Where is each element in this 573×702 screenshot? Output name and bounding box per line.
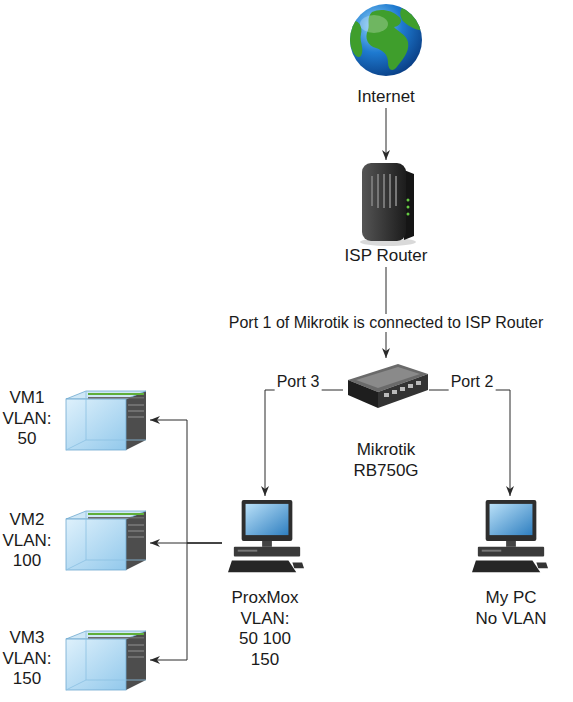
device-node: Internet [346,2,426,108]
device-node: Mikrotik RB750G [343,358,429,480]
node-text-block: My PC No VLAN [470,588,552,629]
pc-icon [228,500,304,572]
node-text-block: VM1 VLAN: 50 [0,388,54,450]
status-led [407,206,410,209]
modem-vent [383,174,385,208]
node-text-block: Mikrotik RB750G [343,440,429,481]
device-node: ProxMox VLAN: 50 100 150 [222,496,308,690]
modem-body [362,163,406,241]
node-text-block: ProxMox VLAN: 50 100 150 [222,588,308,670]
device-node: VM2 VLAN: 100 [0,505,150,575]
router-port [400,387,405,391]
connector-line [150,420,222,543]
router-side [378,374,428,408]
server-icon [66,511,146,570]
connector-label: Port 3 [275,373,322,391]
node-label: Mikrotik RB750G [353,440,418,481]
connector-line [150,543,222,660]
server-icon [66,391,146,450]
connector-label: Port 1 of Mikrotik is connected to ISP R… [227,314,546,332]
router-port [416,381,421,385]
node-text-block: Internet [346,87,426,108]
node-label: ISP Router [345,246,428,267]
node-text-block: VM2 VLAN: 100 [0,510,54,572]
status-led [407,213,410,216]
globe-land [350,8,423,70]
router-port [392,390,397,394]
node-text-block: VM3 VLAN: 150 [0,628,54,690]
modem-vent [377,174,379,208]
modem-vent [389,174,391,208]
server-icon [66,631,146,690]
connector-label: Port 2 [449,373,496,391]
node-label: VM1 VLAN: 50 [2,388,51,450]
router-icon [348,364,428,408]
device-node: My PC No VLAN [470,496,552,632]
connector-line [429,390,510,496]
device-node: VM3 VLAN: 150 [0,625,150,695]
pc-icon [472,500,548,572]
modem-icon [360,163,416,246]
connector-line [386,267,387,358]
router-top-panel [356,367,420,388]
node-label: VM2 VLAN: 100 [2,510,51,572]
globe-ocean [350,4,422,76]
device-node: VM1 VLAN: 50 [0,385,150,455]
router-port [384,393,389,397]
modem-vent [371,176,373,206]
node-label: Internet [357,87,415,108]
node-text-block: ISP Router [336,246,436,267]
connector-line [265,390,343,496]
router-front [348,380,378,408]
node-label: VM3 VLAN: 150 [2,628,51,690]
status-led [407,199,410,202]
node-label: ProxMox VLAN: 50 100 150 [231,588,298,670]
node-label: My PC No VLAN [474,588,548,629]
router-port [408,384,413,388]
globe-highlight [360,15,388,33]
device-node: ISP Router [336,160,436,267]
continent [400,8,423,30]
modem-vent [395,176,397,206]
connector-line [386,108,387,160]
globe-icon [350,4,423,76]
